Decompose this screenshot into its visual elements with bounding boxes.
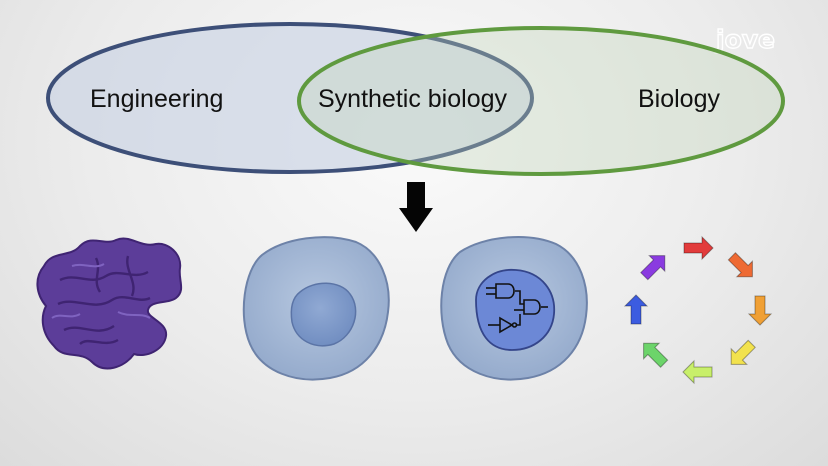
cell-with-logic-circuit-icon [440, 236, 588, 381]
cycle-arrow-icon [730, 339, 756, 365]
cycle-arrow-icon [682, 359, 713, 385]
cycle-arrow-icon [643, 342, 669, 368]
cycle-arrow-icon [727, 252, 753, 278]
cell-with-nucleus-icon [242, 236, 390, 381]
engineering-label: Engineering [90, 85, 223, 113]
cycle-arrow-icon [623, 294, 649, 325]
cycle-arrow-icon [683, 235, 714, 261]
arrow-cycle-icon [623, 235, 773, 385]
protein-structure-icon [36, 237, 183, 370]
cycle-arrow-icon [640, 255, 666, 281]
jove-logo: jove [715, 25, 775, 54]
biology-label: Biology [638, 85, 720, 113]
synthetic-biology-label: Synthetic biology [318, 85, 508, 113]
cycle-arrow-icon [747, 295, 773, 326]
logic-gates-icon [486, 283, 548, 334]
down-arrow-icon [399, 182, 433, 232]
biology-ellipse [297, 26, 785, 176]
engineering-ellipse [46, 22, 534, 174]
venn-diagram: Engineering Synthetic biology Biology [46, 22, 785, 176]
